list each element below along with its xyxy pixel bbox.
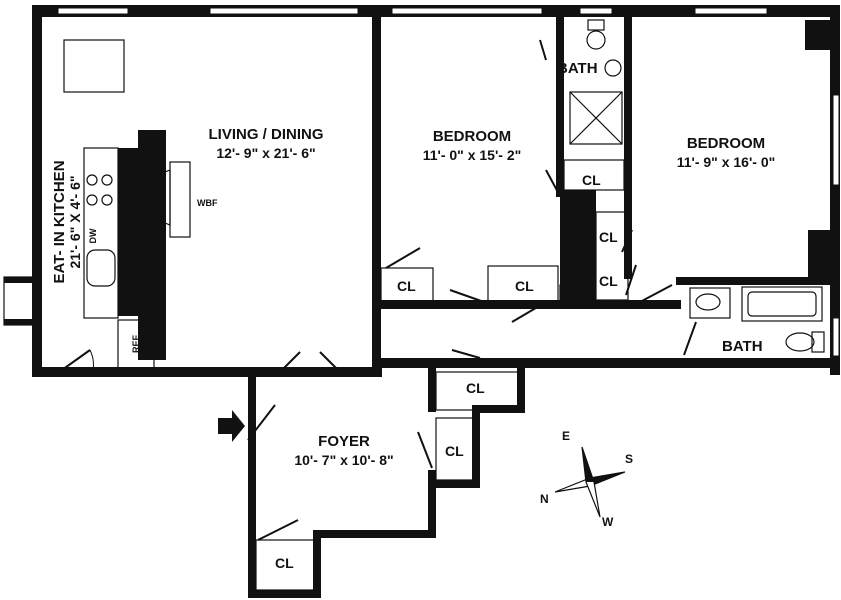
bath2-name: BATH	[722, 338, 763, 355]
compass-west: W	[602, 515, 614, 529]
kitchen-dims: 21'- 6" X 4'- 6"	[67, 175, 83, 268]
closet-label: CL	[599, 273, 618, 289]
entry-arrow-icon	[218, 410, 245, 442]
closet-label: CL	[275, 555, 294, 571]
doors	[54, 39, 697, 541]
living-name: LIVING / DINING	[208, 126, 323, 143]
closet-label: CL	[515, 278, 534, 294]
linen-closet-label: LC	[568, 293, 580, 303]
walls	[32, 5, 840, 598]
bath1-name: BATH	[557, 60, 598, 77]
foyer-name: FOYER	[318, 433, 370, 450]
side-notch	[3, 276, 35, 326]
compass-north: N	[540, 492, 549, 506]
closet-label: CL	[397, 278, 416, 294]
bath1-fixtures	[563, 19, 625, 191]
refrigerator-label: REF	[131, 334, 141, 353]
kitchen-fixtures	[63, 39, 155, 369]
dishwasher-label: DW	[88, 228, 98, 243]
bedroom2-name: BEDROOM	[687, 135, 765, 152]
fireplace	[144, 161, 191, 238]
living-dims: 12'- 9" x 21'- 6"	[216, 145, 315, 161]
bath2-fixtures	[689, 286, 825, 353]
closet-label: CL	[599, 229, 618, 245]
bedroom1-name: BEDROOM	[433, 128, 511, 145]
compass-south: S	[625, 452, 633, 466]
wbf-label: WBF	[197, 198, 218, 208]
closet-label: CL	[582, 172, 601, 188]
foyer-dims: 10'- 7" x 10'- 8"	[294, 452, 393, 468]
compass-icon	[554, 446, 626, 518]
windows	[57, 7, 840, 357]
closet-boxes	[255, 211, 629, 591]
closet-label: CL	[445, 443, 464, 459]
compass-east: E	[562, 429, 570, 443]
kitchen-name: EAT- IN KITCHEN	[51, 160, 68, 283]
bedroom2-dims: 11'- 9" x 16'- 0"	[677, 154, 776, 170]
closet-label: CL	[466, 380, 485, 396]
bedroom1-dims: 11'- 0" x 15'- 2"	[423, 147, 522, 163]
